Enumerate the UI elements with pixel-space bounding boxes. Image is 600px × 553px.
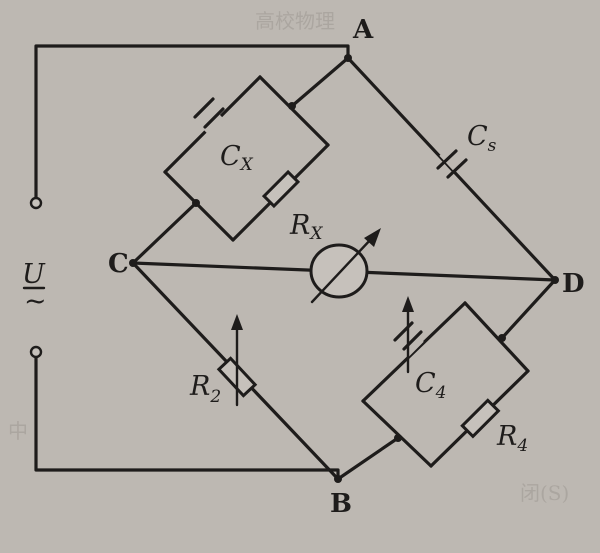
junction-d-arm xyxy=(498,334,506,342)
wire-parallel4-left xyxy=(361,399,433,468)
variable-resistor-r2 xyxy=(216,314,258,407)
resistor-r4 xyxy=(460,398,501,439)
junction-b-arm xyxy=(394,434,402,442)
node-label-c: C xyxy=(108,249,129,279)
junction-d xyxy=(551,276,559,284)
wire-c4-branch xyxy=(361,301,467,403)
junction-a-arm xyxy=(288,102,296,110)
bleed-through-text: 闭(S) xyxy=(520,481,569,505)
resistor-rx xyxy=(261,169,301,209)
wire-b-to-arm4 xyxy=(336,436,400,481)
label-rx: RX xyxy=(289,210,323,244)
wire-a-to-d xyxy=(346,56,557,282)
junction-a xyxy=(344,54,352,62)
label-r2: R2 xyxy=(189,371,221,407)
capacitor-cs xyxy=(436,146,468,179)
galvanometer xyxy=(309,228,381,304)
junction-c xyxy=(129,259,137,267)
variable-capacitor-c4 xyxy=(393,296,424,374)
source-terminal-bottom xyxy=(29,345,43,359)
wire-source-top-to-a xyxy=(34,44,350,200)
source-voltage-label: U xyxy=(22,259,46,290)
source-ac-symbol: ~ xyxy=(24,286,47,317)
label-c4: C4 xyxy=(415,368,447,403)
wire-arm4-to-d xyxy=(500,278,557,340)
node-label-b: B xyxy=(330,489,352,519)
wire-parallel-left xyxy=(163,170,235,242)
label-cs: Cs xyxy=(467,121,497,156)
wire-c-to-arm1 xyxy=(131,201,198,265)
label-cx: CX xyxy=(220,141,254,175)
junction-c-arm xyxy=(192,199,200,207)
junction-b xyxy=(334,475,342,483)
bleed-through-text: 高校物理 xyxy=(255,9,335,33)
bleed-through-text: 中 xyxy=(8,419,28,443)
node-label-d: D xyxy=(562,269,585,299)
wire-source-bottom-to-b xyxy=(34,353,340,481)
source-terminal-top xyxy=(29,196,43,210)
wire-parallel-right xyxy=(258,75,330,147)
capacitor-cx xyxy=(193,97,225,136)
label-r4: R4 xyxy=(496,421,528,456)
wire-arm1-to-a xyxy=(290,56,350,108)
node-label-a: A xyxy=(352,15,374,45)
wire-parallel4-right xyxy=(463,301,530,373)
